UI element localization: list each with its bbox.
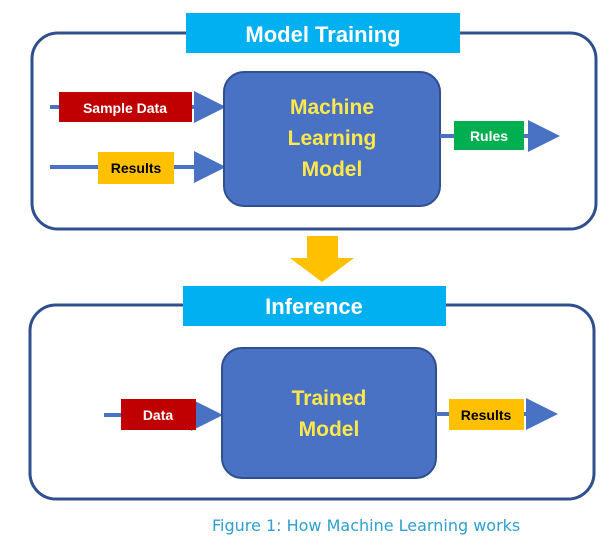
data-label: Data: [143, 407, 174, 423]
results-input-label: Results: [111, 160, 162, 176]
training-title-bar: [186, 13, 460, 53]
training-title: Model Training: [245, 22, 400, 47]
ml-model-box: [223, 71, 441, 207]
inference-title-bar: [183, 286, 446, 326]
ml-model-line1: Machine: [290, 96, 374, 119]
trained-model-line1: Trained: [292, 387, 367, 410]
rules-label: Rules: [470, 128, 508, 144]
results-output-label-box: [449, 399, 524, 430]
rules-label-box: [454, 121, 524, 150]
figure-caption: Figure 1: How Machine Learning works: [212, 516, 521, 535]
sample-data-label: Sample Data: [83, 100, 167, 116]
inference-title: Inference: [265, 294, 363, 319]
ml-model-line3: Model: [302, 158, 363, 181]
trained-model-line2: Model: [299, 418, 360, 441]
results-input-label-box: [98, 152, 174, 184]
down-arrow-icon: [290, 236, 354, 282]
ml-model-line2: Learning: [288, 127, 377, 150]
data-label-box: [121, 399, 196, 430]
trained-model-box: [221, 347, 437, 479]
results-output-label: Results: [461, 407, 512, 423]
sample-data-label-box: [59, 92, 192, 122]
